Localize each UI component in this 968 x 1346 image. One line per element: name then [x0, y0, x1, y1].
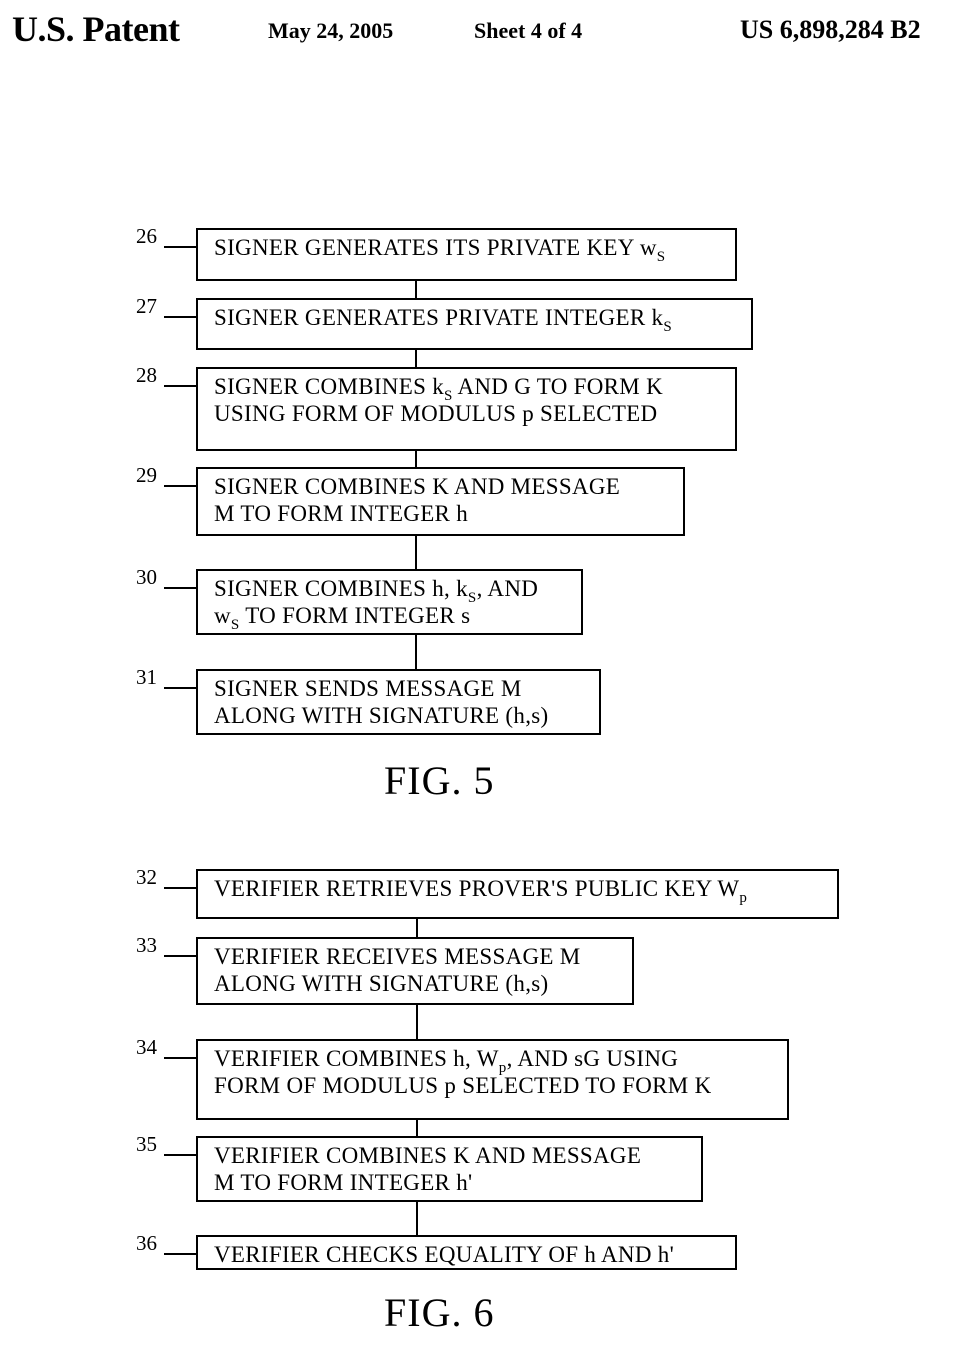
flow-step-text: M TO FORM INTEGER h	[214, 501, 469, 526]
flow-connector	[415, 635, 417, 669]
flow-step-text: SIGNER COMBINES K AND MESSAGE	[214, 474, 621, 499]
flow-step-box: VERIFIER CHECKS EQUALITY OF h AND h'	[196, 1235, 737, 1270]
flow-step-text: ALONG WITH SIGNATURE (h,s)	[214, 971, 549, 996]
flow-step-text: SIGNER GENERATES PRIVATE INTEGER kS	[214, 305, 672, 335]
subscript: S	[467, 590, 477, 606]
step-reference-numeral: 31	[136, 665, 157, 689]
flow-step-text: ALONG WITH SIGNATURE (h,s)	[214, 703, 549, 728]
step-reference-numeral: 26	[136, 224, 157, 248]
fig5-caption: FIG. 5	[384, 758, 495, 803]
flow-connector	[416, 1005, 418, 1039]
flow-step-text: FORM OF MODULUS p SELECTED TO FORM K	[214, 1073, 712, 1098]
reference-leader-line	[164, 485, 196, 487]
flow-connector	[416, 1202, 418, 1235]
reference-leader-line	[164, 246, 196, 248]
flow-connector	[415, 451, 417, 467]
reference-leader-line	[164, 316, 196, 318]
step-reference-numeral: 27	[136, 294, 157, 318]
reference-leader-line	[164, 687, 196, 689]
reference-leader-line	[164, 385, 196, 387]
subscript: p	[739, 890, 748, 906]
reference-leader-line	[164, 587, 196, 589]
flow-step-text: VERIFIER CHECKS EQUALITY OF h AND h'	[214, 1242, 675, 1267]
step-reference-numeral: 36	[136, 1231, 157, 1255]
flow-step-text: SIGNER SENDS MESSAGE M	[214, 676, 522, 701]
flow-step-text: VERIFIER RECEIVES MESSAGE M	[214, 944, 581, 969]
subscript: S	[663, 319, 672, 335]
subscript: S	[444, 388, 453, 404]
step-reference-numeral: 30	[136, 565, 157, 589]
reference-leader-line	[164, 1253, 196, 1255]
step-reference-numeral: 29	[136, 463, 157, 487]
reference-leader-line	[164, 955, 196, 957]
flow-step-text: SIGNER COMBINES h, kS, AND	[214, 576, 539, 606]
reference-leader-line	[164, 887, 196, 889]
flow-step-text: wS TO FORM INTEGER s	[214, 603, 471, 633]
fig6-caption: FIG. 6	[384, 1290, 495, 1335]
flow-step-text: VERIFIER COMBINES h, Wp, AND sG USING	[214, 1046, 679, 1076]
reference-leader-line	[164, 1154, 196, 1156]
flow-step-text: USING FORM OF MODULUS p SELECTED	[214, 401, 658, 426]
step-reference-numeral: 33	[136, 933, 157, 957]
flow-step-box: SIGNER GENERATES PRIVATE INTEGER kS	[196, 298, 753, 350]
patent-header-title: U.S. Patent	[12, 9, 180, 49]
flow-connector	[416, 919, 418, 937]
flow-step-text: VERIFIER COMBINES K AND MESSAGE	[214, 1143, 642, 1168]
patent-number: US 6,898,284 B2	[740, 15, 921, 44]
subscript: p	[498, 1060, 507, 1076]
flow-connector	[416, 1120, 418, 1136]
step-reference-numeral: 28	[136, 363, 157, 387]
subscript: S	[656, 249, 666, 265]
subscript: S	[230, 617, 240, 633]
patent-date: May 24, 2005	[268, 18, 394, 43]
flow-connector	[415, 350, 417, 367]
reference-leader-line	[164, 1057, 196, 1059]
flow-step-text: SIGNER GENERATES ITS PRIVATE KEY wS	[214, 235, 666, 265]
step-reference-numeral: 34	[136, 1035, 157, 1059]
flow-step-text: M TO FORM INTEGER h'	[214, 1170, 473, 1195]
flow-step-box: VERIFIER RETRIEVES PROVER'S PUBLIC KEY W…	[196, 869, 839, 919]
flow-step-text: VERIFIER RETRIEVES PROVER'S PUBLIC KEY W…	[214, 876, 748, 906]
flow-connector	[415, 536, 417, 569]
sheet-number: Sheet 4 of 4	[474, 18, 583, 43]
flow-connector	[415, 281, 417, 298]
flow-step-text: SIGNER COMBINES kS AND G TO FORM K	[214, 374, 664, 404]
flow-step-box: SIGNER GENERATES ITS PRIVATE KEY wS	[196, 228, 737, 281]
step-reference-numeral: 35	[136, 1132, 157, 1156]
step-reference-numeral: 32	[136, 865, 157, 889]
